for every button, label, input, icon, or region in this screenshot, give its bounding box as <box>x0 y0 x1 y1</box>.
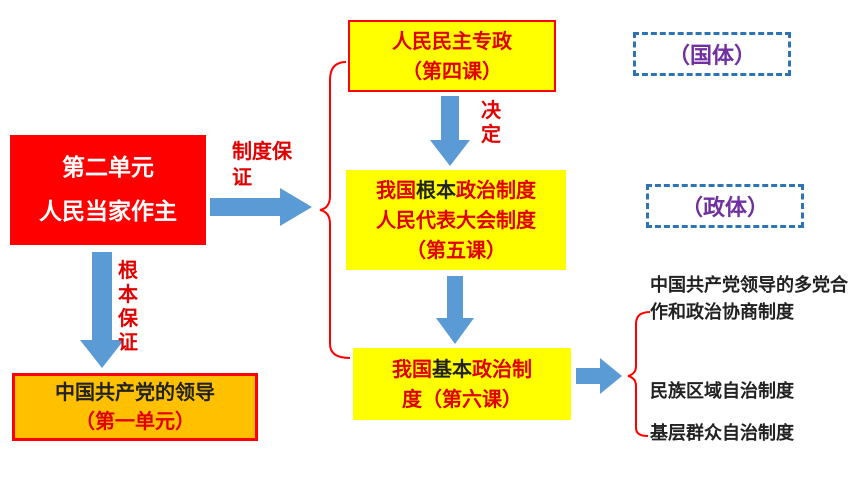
bracket-right <box>627 311 651 437</box>
label-jueding: 决定 <box>481 98 501 146</box>
jiben-line1: 我国基本政治制 <box>392 354 532 384</box>
leader-unit: （第一单元） <box>75 409 195 433</box>
renmin-minzhu-box: 人民民主专政 （第四课） <box>348 20 556 92</box>
item-party-cooperation: 中国共产党领导的多党合作和政治协商制度 <box>650 275 848 323</box>
renmin-title: 人民民主专政 <box>392 29 512 53</box>
unit2-box: 第二单元 人民当家作主 <box>10 135 206 245</box>
jiben-zhidu-box: 我国基本政治制 度（第六课） <box>353 348 571 420</box>
jiben-line2: 度（第六课） <box>402 387 522 411</box>
unit2-subtitle: 人民当家作主 <box>39 199 177 225</box>
genben-line1: 我国根本政治制度 <box>376 175 536 205</box>
label-zhidu-baozheng: 制度保证 <box>232 139 292 189</box>
arrow-jueding <box>430 96 470 166</box>
genben-line2: 人民代表大会制度 <box>376 208 536 232</box>
jiben-post: 政治制 <box>472 357 532 381</box>
item-grassroots-autonomy: 基层群众自治制度 <box>650 423 794 444</box>
jiben-pre: 我国 <box>392 357 432 381</box>
genben-pre: 我国 <box>376 178 416 202</box>
item-ethnic-autonomy: 民族区域自治制度 <box>650 381 794 402</box>
bracket-left <box>319 61 351 359</box>
party-leadership-box: 中国共产党的领导 （第一单元） <box>12 373 258 441</box>
tag-guoti: （国体） <box>633 32 791 76</box>
jiben-keyword: 基本 <box>432 357 472 381</box>
genben-zhidu-box: 我国根本政治制度 人民代表大会制度 （第五课） <box>346 170 566 270</box>
genben-keyword: 根本 <box>416 178 456 202</box>
genben-lesson: （第五课） <box>406 238 506 262</box>
unit2-title: 第二单元 <box>62 155 154 181</box>
tag-zhengti: （政体） <box>646 184 804 228</box>
label-genben-baozheng: 根本保证 <box>118 258 138 354</box>
arrow-jiben-to-items <box>576 358 622 394</box>
renmin-lesson: （第四课） <box>402 59 502 83</box>
genben-post: 政治制度 <box>456 178 536 202</box>
arrow-genben-baozheng <box>80 252 124 368</box>
arrow-zhidu-baozheng <box>210 188 312 226</box>
leader-title: 中国共产党的领导 <box>55 380 215 404</box>
arrow-genben-to-jiben <box>436 276 474 344</box>
